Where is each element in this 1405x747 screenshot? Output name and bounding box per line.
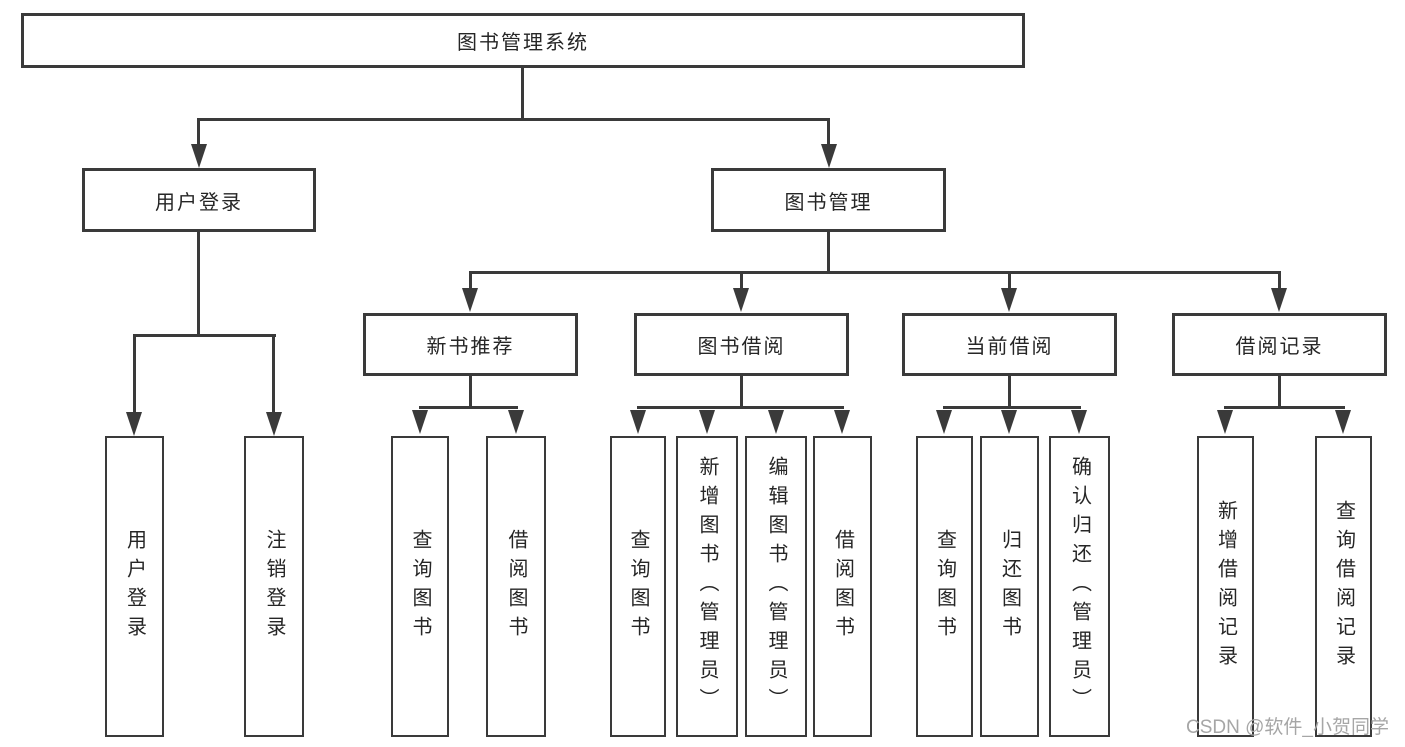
connector-line	[827, 232, 830, 274]
connector-line	[469, 271, 472, 290]
leaf-edit-book-admin: 编辑图书（管理员）	[745, 436, 807, 737]
node-label: 新增借阅记录	[1214, 499, 1237, 674]
leaf-add-borrow-record: 新增借阅记录	[1197, 436, 1254, 737]
node-label: 图书管理	[784, 191, 873, 214]
connector-line	[827, 118, 830, 146]
leaf-user-login: 用户登录	[105, 436, 164, 737]
node-new-book-recommend: 新书推荐	[363, 313, 578, 376]
leaf-confirm-return-admin: 确认归还（管理员）	[1049, 436, 1110, 737]
arrow-down-icon	[821, 144, 837, 168]
arrow-down-icon	[1271, 288, 1287, 312]
arrow-down-icon	[462, 288, 478, 312]
node-label: 图书借阅	[697, 336, 786, 358]
connector-line	[740, 376, 743, 409]
node-label: 用户登录	[155, 191, 243, 214]
node-label: 注销登录	[263, 528, 285, 645]
connector-line	[469, 376, 472, 409]
leaf-return-books: 归还图书	[980, 436, 1039, 737]
arrow-down-icon	[1071, 410, 1087, 434]
connector-line	[197, 118, 200, 146]
connector-line	[197, 118, 830, 121]
arrow-down-icon	[936, 410, 952, 434]
node-user-login: 用户登录	[82, 168, 316, 232]
arrow-down-icon	[412, 410, 428, 434]
arrow-down-icon	[630, 410, 646, 434]
arrow-down-icon	[126, 412, 142, 436]
arrow-down-icon	[1001, 288, 1017, 312]
leaf-query-books-current: 查询图书	[916, 436, 973, 737]
leaf-logout: 注销登录	[244, 436, 304, 737]
arrow-down-icon	[834, 410, 850, 434]
node-label: 查询图书	[409, 528, 431, 645]
node-label: 编辑图书（管理员）	[765, 456, 787, 717]
leaf-borrow-books-borrowing: 借阅图书	[813, 436, 872, 737]
node-label: 借阅图书	[505, 528, 527, 645]
connector-line	[469, 271, 1281, 274]
node-borrowing-records: 借阅记录	[1172, 313, 1387, 376]
node-label: 查询借阅记录	[1332, 499, 1355, 674]
arrow-down-icon	[1335, 410, 1351, 434]
connector-line	[197, 232, 200, 336]
arrow-down-icon	[1217, 410, 1233, 434]
node-label: 归还图书	[998, 528, 1021, 645]
connector-line	[133, 334, 276, 337]
connector-line	[133, 334, 136, 412]
leaf-query-books-borrowing: 查询图书	[610, 436, 666, 737]
arrow-down-icon	[266, 412, 282, 436]
node-label: 查询图书	[933, 528, 956, 645]
leaf-borrow-books-recommend: 借阅图书	[486, 436, 546, 737]
node-label: 用户登录	[123, 528, 146, 645]
node-library-system: 图书管理系统	[21, 13, 1025, 68]
connector-line	[1008, 376, 1011, 409]
arrow-down-icon	[191, 144, 207, 168]
arrow-down-icon	[733, 288, 749, 312]
arrow-down-icon	[699, 410, 715, 434]
node-current-borrowing: 当前借阅	[902, 313, 1117, 376]
connector-line	[521, 68, 524, 120]
connector-line	[1008, 271, 1011, 290]
connector-line	[943, 406, 1081, 409]
connector-line	[637, 406, 844, 409]
node-label: 图书管理系统	[457, 32, 589, 54]
node-label: 查询图书	[627, 528, 649, 645]
connector-line	[419, 406, 518, 409]
node-book-management: 图书管理	[711, 168, 946, 232]
node-label: 当前借阅	[965, 336, 1054, 358]
connector-line	[1278, 376, 1281, 409]
connector-line	[272, 334, 275, 412]
connector-line	[740, 271, 743, 290]
arrow-down-icon	[768, 410, 784, 434]
node-label: 确认归还（管理员）	[1068, 456, 1091, 717]
leaf-query-books-recommend: 查询图书	[391, 436, 449, 737]
node-label: 新书推荐	[426, 336, 515, 358]
arrow-down-icon	[1001, 410, 1017, 434]
connector-line	[1224, 406, 1345, 409]
node-label: 借阅图书	[831, 528, 854, 645]
csdn-watermark: CSDN @软件_小贺同学	[1186, 717, 1389, 738]
arrow-down-icon	[508, 410, 524, 434]
node-label: 借阅记录	[1235, 336, 1324, 358]
leaf-query-borrow-record: 查询借阅记录	[1315, 436, 1372, 737]
connector-line	[1278, 271, 1281, 290]
node-label: 新增图书（管理员）	[696, 456, 718, 717]
leaf-add-book-admin: 新增图书（管理员）	[676, 436, 738, 737]
node-book-borrowing: 图书借阅	[634, 313, 849, 376]
